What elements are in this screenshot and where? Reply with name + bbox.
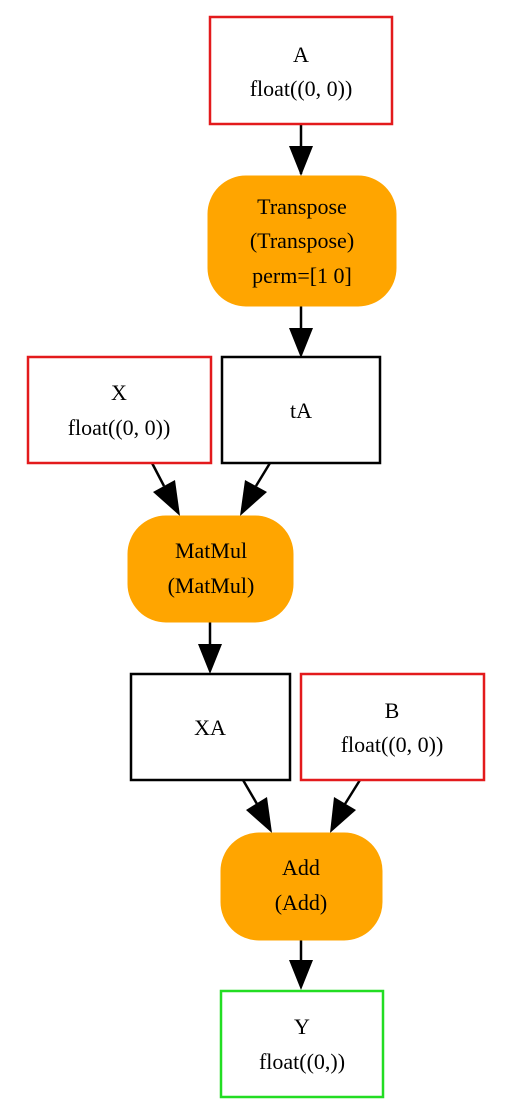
node-xa-box — [129, 672, 292, 782]
node-x-type: float((0, 0)) — [68, 415, 171, 440]
edge-a-to-transpose-arrowhead — [289, 146, 313, 176]
node-xa-name: XA — [194, 715, 226, 740]
node-matmul-name: (MatMul) — [168, 573, 255, 598]
node-ta: tA — [220, 355, 382, 465]
node-matmul: MatMul (MatMul) — [127, 515, 294, 623]
edge-b-to-add-arrowhead — [330, 797, 356, 833]
node-a-type: float((0, 0)) — [250, 76, 353, 101]
node-xa: XA — [129, 672, 292, 782]
node-matmul-box — [127, 515, 294, 623]
edge-ta-to-matmul — [254, 462, 272, 487]
node-ta-name: tA — [290, 398, 312, 423]
edge-add-to-y-arrowhead — [289, 960, 313, 990]
node-transpose-box — [207, 175, 397, 307]
node-x-box — [26, 355, 213, 465]
node-transpose-name: (Transpose) — [250, 228, 354, 253]
node-add: Add (Add) — [220, 832, 383, 941]
node-add-name: (Add) — [275, 890, 328, 915]
node-a-box — [208, 15, 394, 126]
edge-xa-to-add — [241, 779, 259, 805]
node-b-name: B — [385, 698, 400, 723]
node-b: B float((0, 0)) — [299, 672, 486, 782]
edge-b-to-add — [343, 779, 362, 805]
node-add-op: Add — [282, 855, 320, 880]
edge-matmul-to-xa-arrowhead — [198, 644, 222, 674]
node-y-box — [219, 989, 385, 1099]
edge-xa-to-add-arrowhead — [246, 797, 272, 833]
node-transpose: Transpose (Transpose) perm=[1 0] — [207, 175, 397, 307]
edge-x-to-matmul-arrowhead — [153, 480, 180, 516]
node-ta-box — [220, 355, 382, 465]
node-x-name: X — [111, 380, 127, 405]
node-add-box — [220, 832, 383, 941]
edge-x-to-matmul — [150, 462, 166, 487]
edge-ta-to-matmul-arrowhead — [240, 480, 267, 516]
edge-transpose-to-ta-arrowhead — [289, 328, 313, 358]
node-b-box — [299, 672, 486, 782]
node-b-type: float((0, 0)) — [341, 732, 444, 757]
node-y-type: float((0,)) — [259, 1049, 345, 1074]
node-a: A float((0, 0)) — [208, 15, 394, 126]
node-transpose-attr: perm=[1 0] — [252, 263, 352, 288]
edges — [150, 124, 362, 990]
node-matmul-op: MatMul — [175, 538, 247, 563]
node-a-name: A — [293, 42, 309, 67]
node-transpose-op: Transpose — [257, 194, 347, 219]
node-x: X float((0, 0)) — [26, 355, 213, 465]
node-y: Y float((0,)) — [219, 989, 385, 1099]
node-y-name: Y — [294, 1014, 310, 1039]
